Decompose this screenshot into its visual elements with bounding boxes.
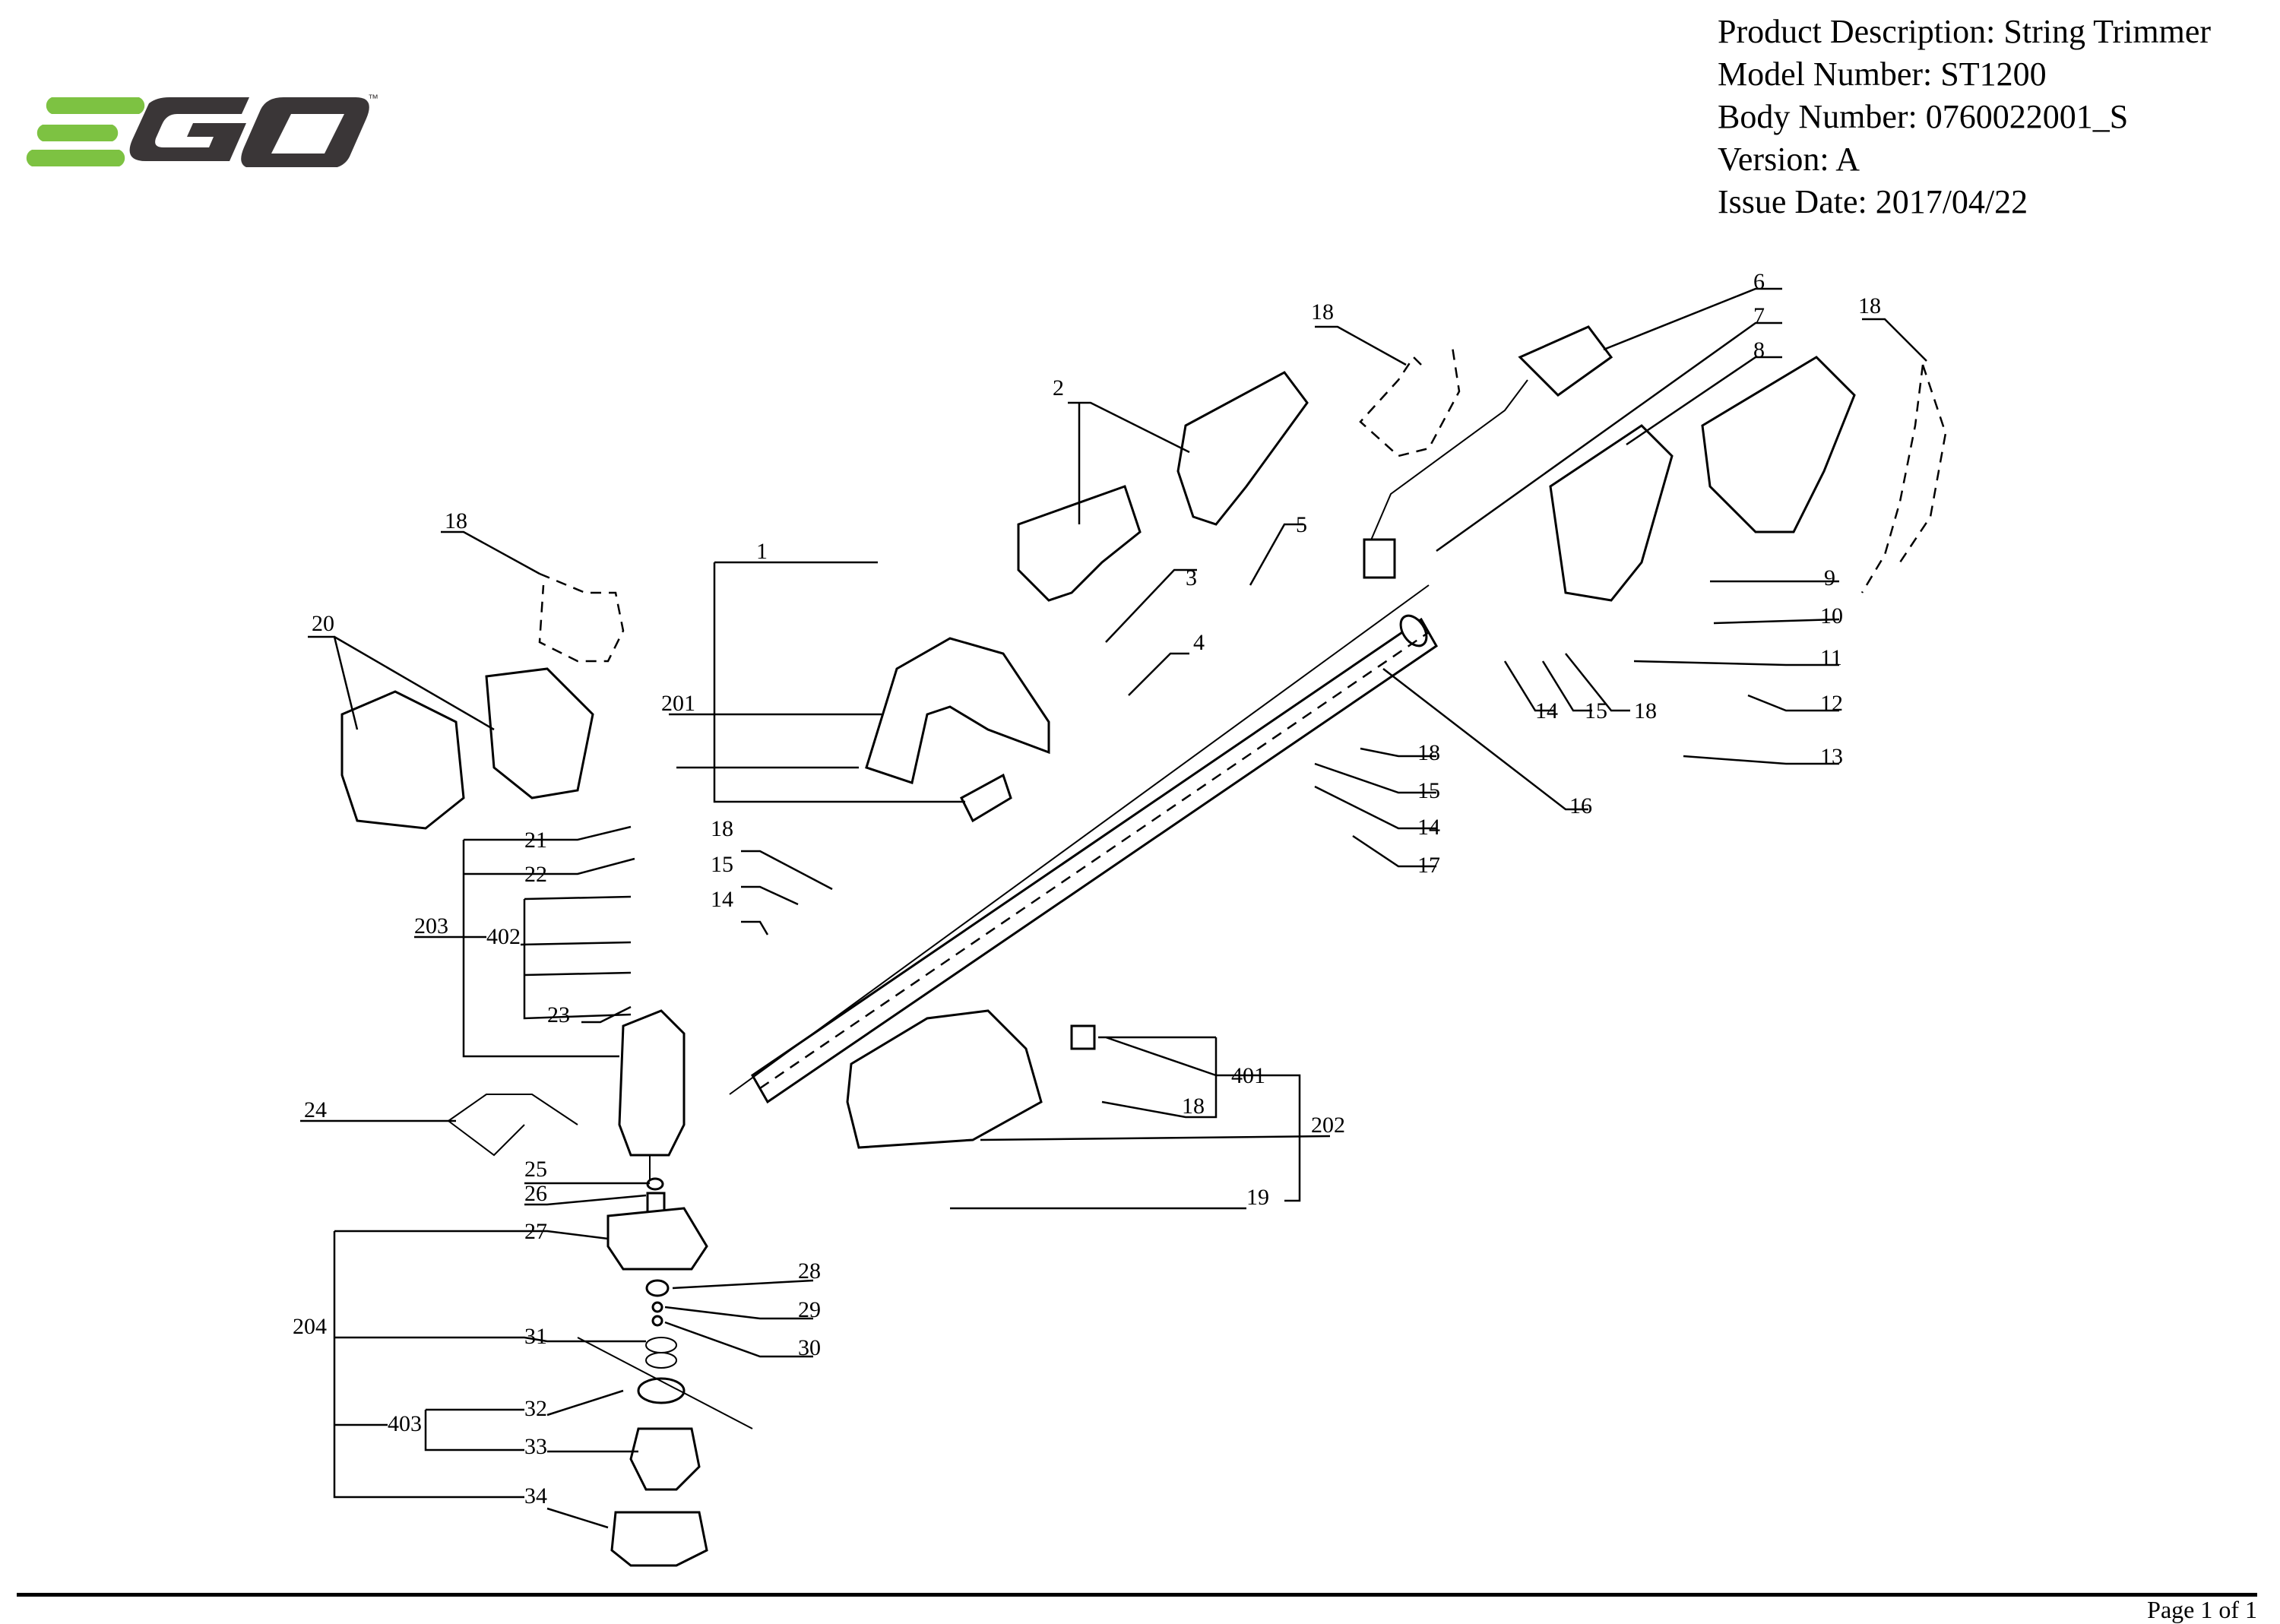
callout-34: 34 (524, 1483, 547, 1508)
callout-201: 201 (661, 691, 695, 716)
callout-16: 16 (1569, 793, 1592, 818)
callout-20: 20 (312, 611, 334, 636)
callout-18-clamp: 18 (1417, 740, 1440, 765)
callout-14-upper: 14 (1535, 698, 1558, 723)
leader-lines (300, 287, 1927, 1529)
callout-6: 6 (1753, 269, 1765, 294)
callout-11: 11 (1820, 645, 1842, 670)
model-number: Model Number: ST1200 (1718, 55, 2047, 93)
callout-15-mid: 15 (711, 852, 733, 877)
part-front-handle (865, 637, 1050, 823)
callout-18-top: 18 (1311, 299, 1334, 324)
callout-8: 8 (1753, 337, 1765, 362)
callout-18-mid: 18 (711, 816, 733, 841)
callout-32: 32 (524, 1396, 547, 1421)
callout-21: 21 (524, 828, 547, 853)
callout-29: 29 (798, 1297, 821, 1322)
callout-17: 17 (1417, 853, 1440, 878)
part-guard (846, 1009, 1096, 1149)
footer-divider (17, 1593, 2257, 1597)
callout-401: 401 (1231, 1063, 1265, 1088)
callout-1: 1 (756, 539, 768, 564)
callout-labels: 1 2 3 4 5 6 7 8 9 10 11 12 13 14 15 18 1… (293, 269, 1881, 1508)
callout-12: 12 (1820, 691, 1843, 716)
callout-19: 19 (1246, 1185, 1269, 1210)
page-number: Page 1 of 1 (2147, 1596, 2257, 1623)
callout-9: 9 (1824, 565, 1835, 590)
part-rear-handle (1017, 371, 1309, 602)
callout-15-clamp: 15 (1417, 778, 1440, 803)
ego-logo: ™ (26, 92, 378, 167)
callout-30: 30 (798, 1335, 821, 1360)
callout-22: 22 (524, 862, 547, 887)
callout-15-upper: 15 (1585, 698, 1607, 723)
callout-5: 5 (1296, 512, 1307, 537)
callout-26: 26 (524, 1181, 547, 1206)
callout-13: 13 (1820, 744, 1843, 769)
product-description: Product Description: String Trimmer (1718, 13, 2211, 50)
part-motor (618, 1009, 686, 1186)
logo-trademark: ™ (368, 92, 378, 104)
callout-3: 3 (1186, 565, 1197, 590)
screw-group-left (538, 572, 625, 663)
callout-14-mid: 14 (711, 887, 733, 912)
callout-203: 203 (414, 913, 448, 939)
callout-2: 2 (1053, 375, 1064, 400)
callout-403: 403 (388, 1411, 422, 1436)
callout-18-guard: 18 (1182, 1094, 1205, 1119)
callout-10: 10 (1820, 603, 1843, 628)
callout-24: 24 (304, 1097, 327, 1122)
callout-23: 23 (547, 1002, 570, 1027)
part-rear-grip (340, 667, 594, 830)
callout-14-clamp: 14 (1417, 815, 1440, 840)
logo-green-bars (26, 97, 145, 166)
screw-group-right (1860, 364, 1947, 594)
part-wire-hanger (448, 1094, 578, 1157)
callout-33: 33 (524, 1434, 547, 1459)
part-shaft-tube (729, 584, 1438, 1104)
product-info-block: Product Description: String Trimmer Mode… (1718, 11, 2211, 223)
callout-202: 202 (1311, 1113, 1345, 1138)
callout-18-left: 18 (445, 508, 467, 533)
callout-25: 25 (524, 1157, 547, 1182)
screw-group-top (1359, 341, 1461, 457)
part-battery-housing (1363, 325, 1856, 602)
version: Version: A (1718, 141, 1860, 178)
callout-4: 4 (1193, 630, 1205, 655)
callout-28: 28 (798, 1258, 821, 1284)
callout-402: 402 (486, 924, 521, 949)
callout-7: 7 (1753, 303, 1765, 328)
callout-18-right: 18 (1858, 293, 1881, 318)
callout-204: 204 (293, 1314, 327, 1339)
callout-31: 31 (524, 1324, 547, 1349)
callout-18-upper: 18 (1634, 698, 1657, 723)
issue-date: Issue Date: 2017/04/22 (1718, 183, 2028, 220)
part-spool-head (577, 1177, 753, 1567)
logo-letters-go (129, 97, 369, 167)
body-number: Body Number: 0760022001_S (1718, 98, 2129, 135)
callout-27: 27 (524, 1219, 547, 1244)
